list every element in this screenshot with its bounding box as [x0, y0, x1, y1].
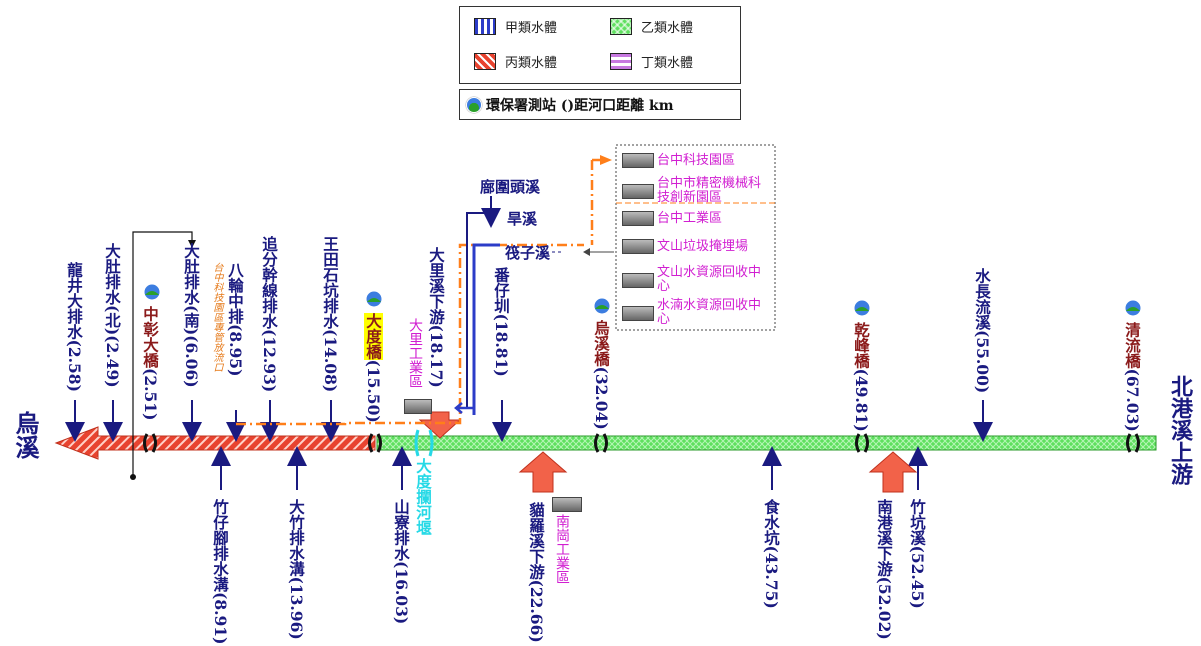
label-shishui: 食水坑(43.75) [762, 499, 781, 609]
label-zhuifen: 追分幹線排水(12.93) [260, 236, 279, 393]
label-shanzhai: 山寮排水(16.03) [392, 499, 411, 625]
bottom-inflow-arrows [211, 446, 928, 490]
industry-tcip: 台中工業區 [622, 211, 722, 226]
station-qingliu: 清流橋(67.03) [1123, 322, 1142, 432]
bracket-line [132, 231, 193, 477]
dali-factory-icon [404, 399, 432, 414]
label-zhukeng: 竹坑溪(52.45) [908, 499, 927, 609]
industry-wenshan-water: 文山水資源回收中心 [622, 266, 767, 294]
legend-b: 乙類水體 [610, 17, 693, 36]
legend-d: 丁類水體 [610, 52, 693, 71]
label-fanzai: 番仔圳(18.81) [492, 267, 511, 377]
industry-shuiqing-water: 水湳水資源回收中心 [622, 299, 767, 327]
river-class-b-segment [376, 435, 1157, 451]
station-zhongzhang: 中彰大橋(2.51) [141, 306, 160, 421]
industry-tcsp: 台中科技園區 [622, 153, 735, 168]
legend-c: 丙類水體 [474, 52, 557, 71]
label-hanxi: 旱溪 [507, 210, 538, 228]
dali-industrial-label: 大里工業區 [407, 318, 423, 388]
label-zhuzaijiao: 竹仔腳排水溝(8.91) [211, 499, 230, 645]
station-icon [466, 96, 482, 113]
class-b-swatch [610, 18, 632, 35]
section-breaks [143, 433, 1140, 453]
label-bashou: 八輪中排(8.95) [226, 262, 245, 377]
station-note: 環保署測站 ()距河口距離 km [459, 89, 741, 120]
industry-wenshan-landfill: 文山垃圾掩埋場 [622, 239, 748, 254]
label-dali: 大里溪下游(18.17) [427, 247, 446, 388]
river-right-label: 北港溪上游 [1167, 375, 1193, 485]
maoluo-inflow-arrow [518, 451, 568, 493]
label-dazhu: 大竹排水溝(13.96) [287, 499, 306, 640]
legend-a: 甲類水體 [474, 17, 557, 36]
dam-marker [414, 429, 434, 457]
label-dadu-dam: 大度攔河堰 [414, 458, 433, 536]
nangang-industrial-label: 南崗工業區 [554, 514, 570, 584]
label-longjing: 龍井大排水(2.58) [65, 262, 84, 392]
nangang-factory-icon [552, 497, 582, 512]
hanxi-line [466, 212, 491, 409]
top-inflow-arrows [65, 400, 993, 442]
label-dadu-north: 大肚排水(北)(2.49) [103, 243, 122, 388]
class-a-swatch [474, 18, 496, 35]
sci-park-outlet-note: 台中科技園區專管放流口 [211, 262, 222, 372]
legend: 甲類水體 乙類水體 丙類水體 丁類水體 [459, 6, 741, 84]
nangang-inflow-arrow [868, 451, 918, 493]
bracket-dot [130, 474, 136, 480]
label-dadu-south: 大肚排水(南)(6.06) [182, 243, 201, 388]
class-d-swatch [610, 53, 632, 70]
label-fazi: 筏子溪 [505, 244, 551, 262]
industry-precision: 台中市精密機械科技創新園區 [622, 177, 767, 205]
class-c-swatch [474, 53, 496, 70]
label-shuichang: 水長流溪(55.00) [973, 268, 992, 394]
label-nangang: 南港溪下游(52.02) [875, 499, 894, 640]
station-qianfeng: 乾峰橋(49.81) [852, 322, 871, 432]
bracket-arrow [188, 240, 196, 248]
label-wangtian: 王田石坑排水(14.08) [321, 236, 340, 393]
river-class-c-segment [54, 426, 376, 460]
station-wuxi: 烏溪橋(32.04) [592, 320, 611, 430]
station-icons [143, 283, 1142, 317]
dali-inflow-arrow [418, 411, 462, 439]
river-left-label: 烏溪 [11, 411, 40, 459]
label-mayuantou: 廍圍頭溪 [480, 178, 541, 196]
dali-main-line [472, 243, 500, 415]
station-dadu: 大度橋(15.50) [364, 313, 383, 423]
label-maoluo: 貓羅溪下游(22.66) [527, 502, 546, 643]
